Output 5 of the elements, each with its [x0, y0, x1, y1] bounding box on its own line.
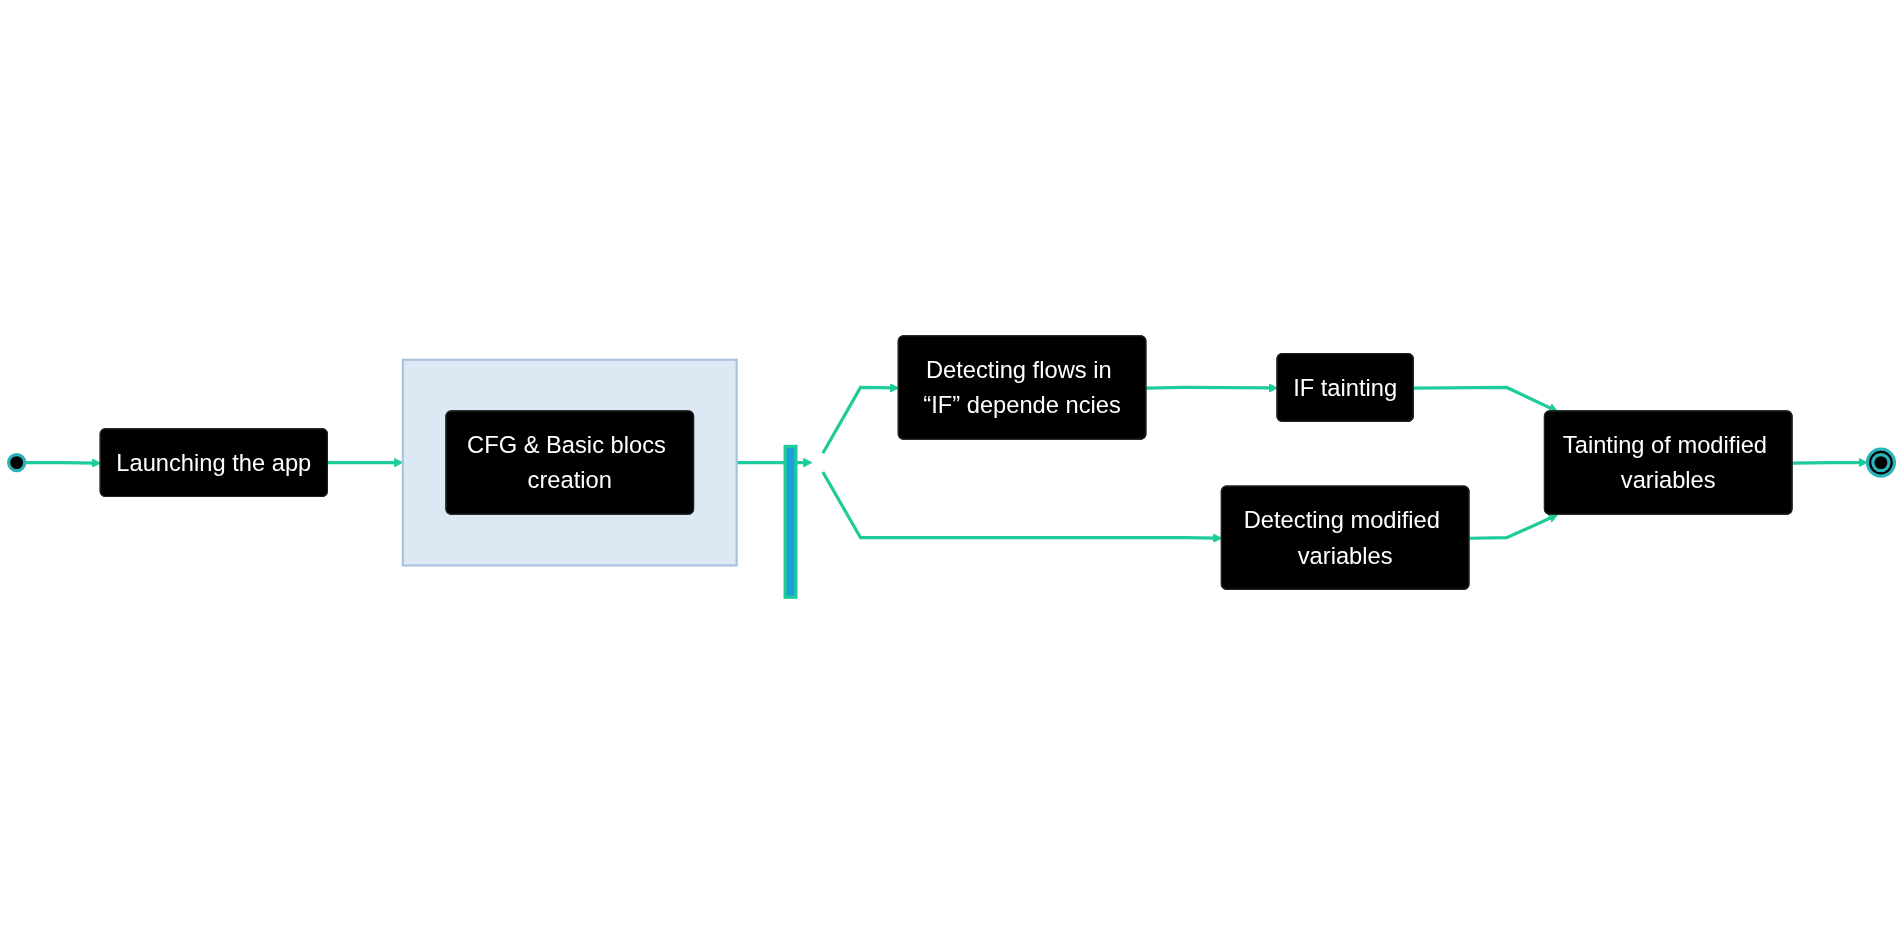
node-circle	[1865, 447, 1896, 478]
arrow	[1469, 514, 1559, 540]
node-circle	[7, 452, 27, 473]
cluster	[401, 358, 738, 567]
node-bar	[783, 444, 798, 599]
